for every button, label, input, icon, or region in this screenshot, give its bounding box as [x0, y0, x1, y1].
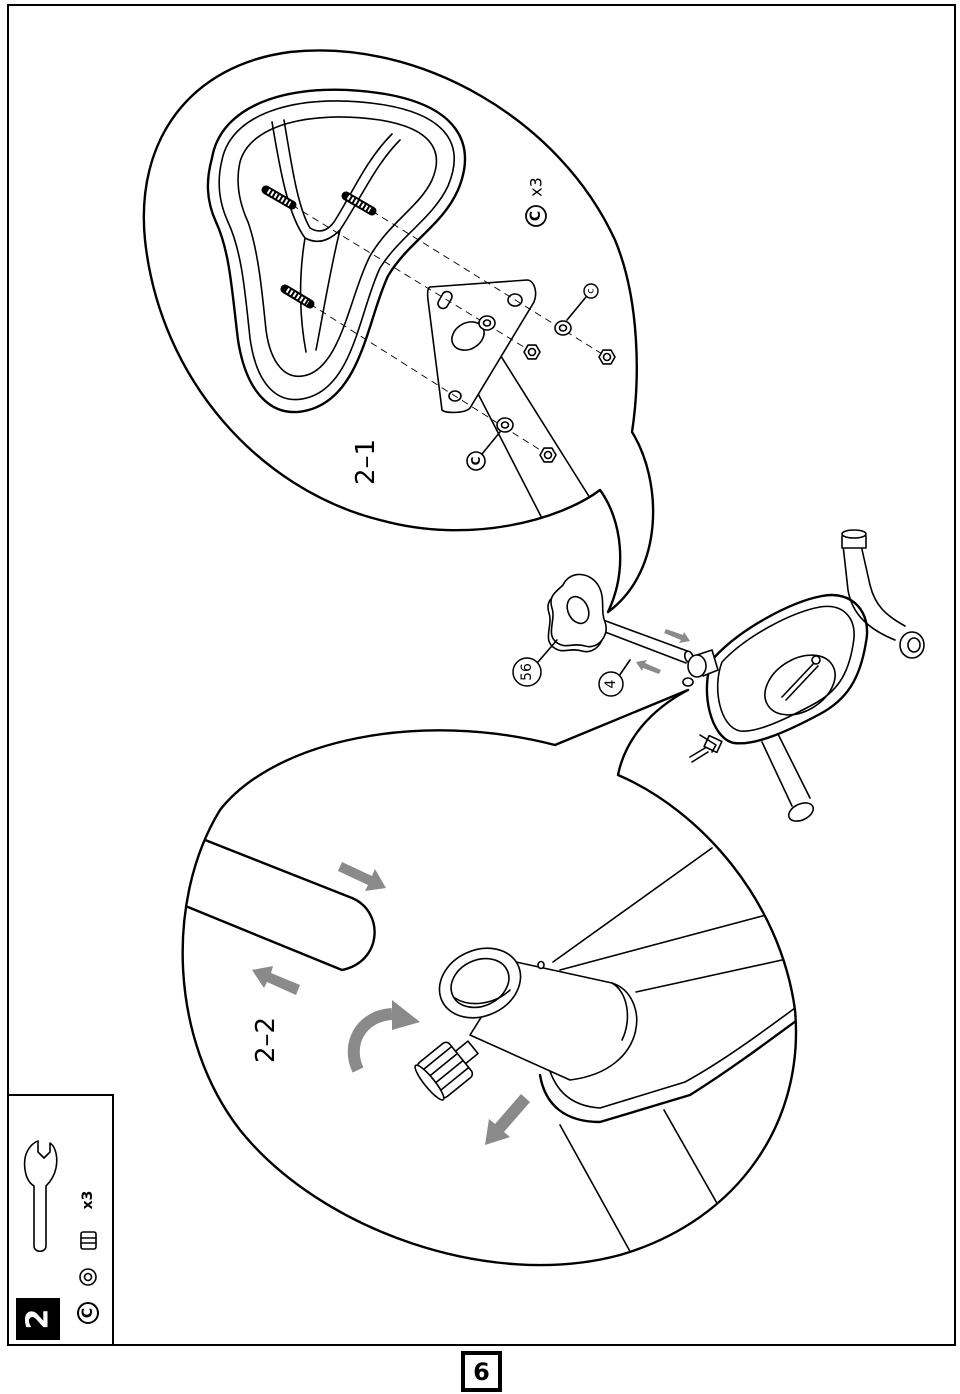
flywheel-housing [705, 593, 869, 745]
collar-hole [537, 960, 545, 970]
detail-2-2-bubble: 2–2 [181, 688, 798, 1267]
remove-arrow-icon [252, 966, 300, 995]
insert-arrow-icon [664, 629, 690, 643]
washer-icon [478, 315, 572, 433]
seat-post-part-number: 4 [603, 679, 619, 688]
seat-knob [547, 573, 607, 653]
sensor-cable [689, 734, 723, 763]
step-number-badge: 2 [16, 1298, 60, 1340]
detail-2-2-outline [181, 688, 798, 1267]
rotate-arrow-icon [347, 1000, 420, 1073]
legend-quantity: x3 [527, 177, 546, 197]
hardware-callout-lower: C [466, 431, 501, 471]
hardware-panel: x3 C 2 [7, 1094, 114, 1346]
saddle-illustration [206, 88, 467, 414]
detail-2-1-bubble: c C C x3 2–1 [142, 49, 655, 614]
knob-part-callout: 56 [512, 639, 558, 687]
seat-collar [682, 649, 719, 687]
part-letter-badge: C [77, 1302, 99, 1324]
page-number: 6 [473, 1358, 490, 1386]
rear-stabilizer [761, 733, 815, 822]
hardware-quantity: x3 [80, 1191, 96, 1210]
pull-arrow-icon [485, 1094, 530, 1145]
nut-icon [523, 344, 616, 463]
seat-post-closeup [182, 836, 376, 972]
frame-closeup [538, 847, 797, 1256]
part-letter: C [80, 1308, 96, 1318]
lock-knob [414, 1040, 479, 1101]
bike-overview: 56 4 [512, 529, 925, 822]
page-number-box: 6 [461, 1351, 502, 1392]
legend-letter: C [528, 211, 544, 221]
detail-2-1-label: 2–1 [351, 439, 381, 485]
callout-lower-letter: C [469, 456, 483, 465]
callout-upper-letter: c [586, 288, 597, 294]
seat-post-part-callout: 4 [598, 659, 631, 697]
nut-icon [80, 1231, 97, 1250]
knob-part-number: 56 [519, 663, 535, 681]
hardware-legend: C x3 [525, 177, 547, 227]
saddle-bracket-plate [426, 279, 537, 414]
detail-2-1-outline [142, 49, 655, 614]
detail-2-2-label: 2–2 [251, 1017, 281, 1063]
hardware-callout-upper: c [566, 283, 599, 321]
insert-arrow-icon [338, 862, 386, 891]
saddle-studs [261, 185, 377, 309]
seat-post-rod [591, 616, 695, 664]
remove-arrow-icon [636, 660, 661, 674]
step-number: 2 [21, 1309, 56, 1330]
handlebar-post [841, 529, 925, 659]
washer-icon [79, 1268, 97, 1286]
wrench-icon [23, 1140, 58, 1253]
seat-tube-collar [438, 947, 638, 1081]
page-frame [7, 4, 956, 1346]
